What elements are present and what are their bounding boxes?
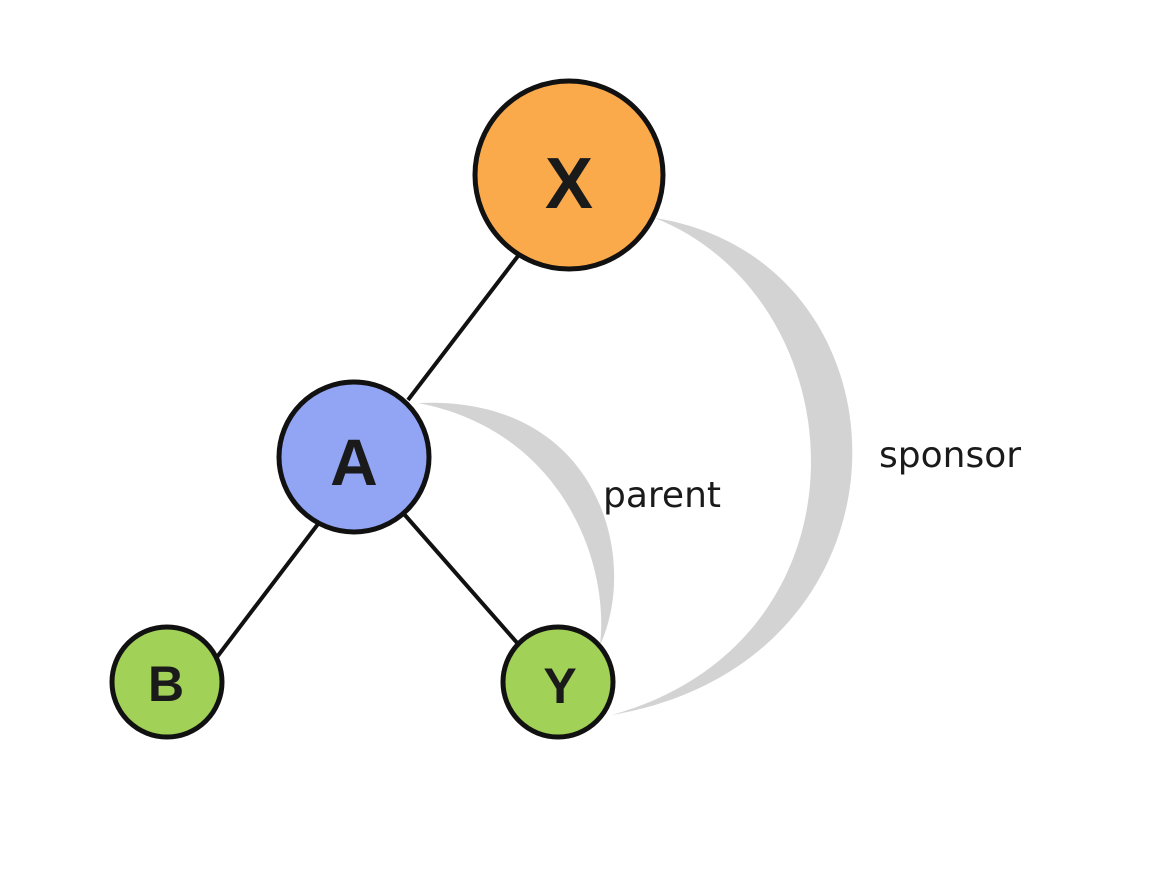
- node-y-circle: [500, 624, 616, 740]
- node-y-label: Y: [543, 658, 576, 714]
- node-x: X: [472, 78, 666, 272]
- edge-a-y: [402, 512, 521, 647]
- node-b: B: [109, 624, 225, 740]
- node-b-circle: [109, 624, 225, 740]
- edge-x-a: [406, 254, 520, 402]
- parent-label: parent: [603, 475, 721, 516]
- node-a-label: A: [330, 425, 378, 499]
- parent-arc: [418, 402, 615, 645]
- sponsor-label: sponsor: [879, 435, 1021, 476]
- node-a: A: [276, 379, 432, 535]
- node-b-label: B: [148, 656, 184, 712]
- node-y: Y: [500, 624, 616, 740]
- node-a-circle: [276, 379, 432, 535]
- node-x-circle: [472, 78, 666, 272]
- edge-a-b: [215, 522, 320, 659]
- sponsor-arc: [612, 218, 853, 715]
- node-x-label: X: [545, 144, 593, 224]
